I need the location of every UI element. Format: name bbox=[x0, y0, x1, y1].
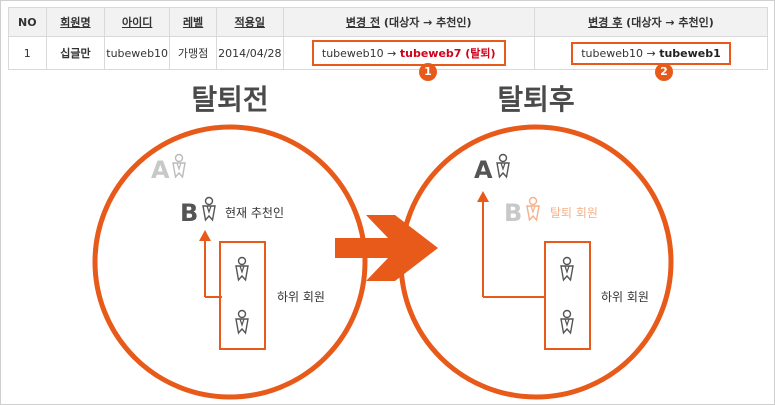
after-target: tubeweb1 bbox=[659, 46, 721, 60]
header-before[interactable]: 변경 전 (대상자 → 추천인) bbox=[282, 7, 535, 37]
header-after[interactable]: 변경 후 (대상자 → 추천인) bbox=[533, 7, 769, 37]
label-current-referrer: 현재 추천인 bbox=[225, 205, 284, 220]
after-prefix: tubeweb10 → bbox=[581, 46, 656, 60]
member-change-table: NO 회원명 아이디 레벨 적용일 변경 전 (대상자 → 추천인) 변경 후 … bbox=[8, 7, 769, 70]
label-sub-members-right: 하위 회원 bbox=[601, 290, 649, 304]
arrow-right-icon bbox=[335, 215, 438, 281]
right-letter-a: A bbox=[474, 156, 493, 184]
cell-name: 십글만 bbox=[45, 36, 106, 70]
left-letter-a: A bbox=[151, 156, 170, 184]
header-date[interactable]: 적용일 bbox=[216, 7, 284, 37]
left-sub-members-box bbox=[219, 241, 266, 350]
right-sub-members-box bbox=[544, 241, 591, 350]
left-title: 탈퇴전 bbox=[191, 83, 268, 116]
before-prefix: tubeweb10 → bbox=[321, 47, 397, 60]
left-letter-b: B bbox=[180, 199, 198, 227]
header-id[interactable]: 아이디 bbox=[104, 7, 171, 37]
table-header-row: NO 회원명 아이디 레벨 적용일 변경 전 (대상자 → 추천인) 변경 후 … bbox=[8, 7, 769, 37]
before-target: tubeweb7 (탈퇴) bbox=[399, 47, 496, 60]
badge-2: 2 bbox=[655, 63, 673, 81]
before-circle bbox=[92, 124, 368, 400]
after-change-box: tubeweb10 → tubeweb1 bbox=[571, 41, 731, 65]
after-circle bbox=[398, 124, 674, 400]
header-no: NO bbox=[8, 7, 47, 37]
right-title: 탈퇴후 bbox=[497, 83, 574, 116]
right-letter-b: B bbox=[504, 199, 522, 227]
cell-id: tubeweb10 bbox=[104, 36, 171, 70]
cell-after: tubeweb10 → tubeweb1 bbox=[533, 36, 769, 70]
before-change-box: tubeweb10 → tubeweb7 (탈퇴) bbox=[311, 40, 506, 66]
cell-no: 1 bbox=[8, 36, 47, 70]
label-sub-members-left: 하위 회원 bbox=[277, 290, 325, 304]
header-name[interactable]: 회원명 bbox=[45, 7, 106, 37]
label-withdrawn: 탈퇴 회원 bbox=[550, 206, 598, 220]
withdrawal-diagram: 탈퇴전 탈퇴후 A B 현재 추천인 하위 회원 A B 탈퇴 회원 하위 회원 bbox=[92, 83, 674, 400]
cell-level: 가맹점 bbox=[169, 36, 218, 70]
table-row: 1 십글만 tubeweb10 가맹점 2014/04/28 tubeweb10… bbox=[8, 36, 769, 70]
cell-before: tubeweb10 → tubeweb7 (탈퇴) bbox=[282, 36, 535, 70]
badge-1: 1 bbox=[419, 63, 437, 81]
cell-date: 2014/04/28 bbox=[216, 36, 284, 70]
header-level[interactable]: 레벨 bbox=[169, 7, 218, 37]
